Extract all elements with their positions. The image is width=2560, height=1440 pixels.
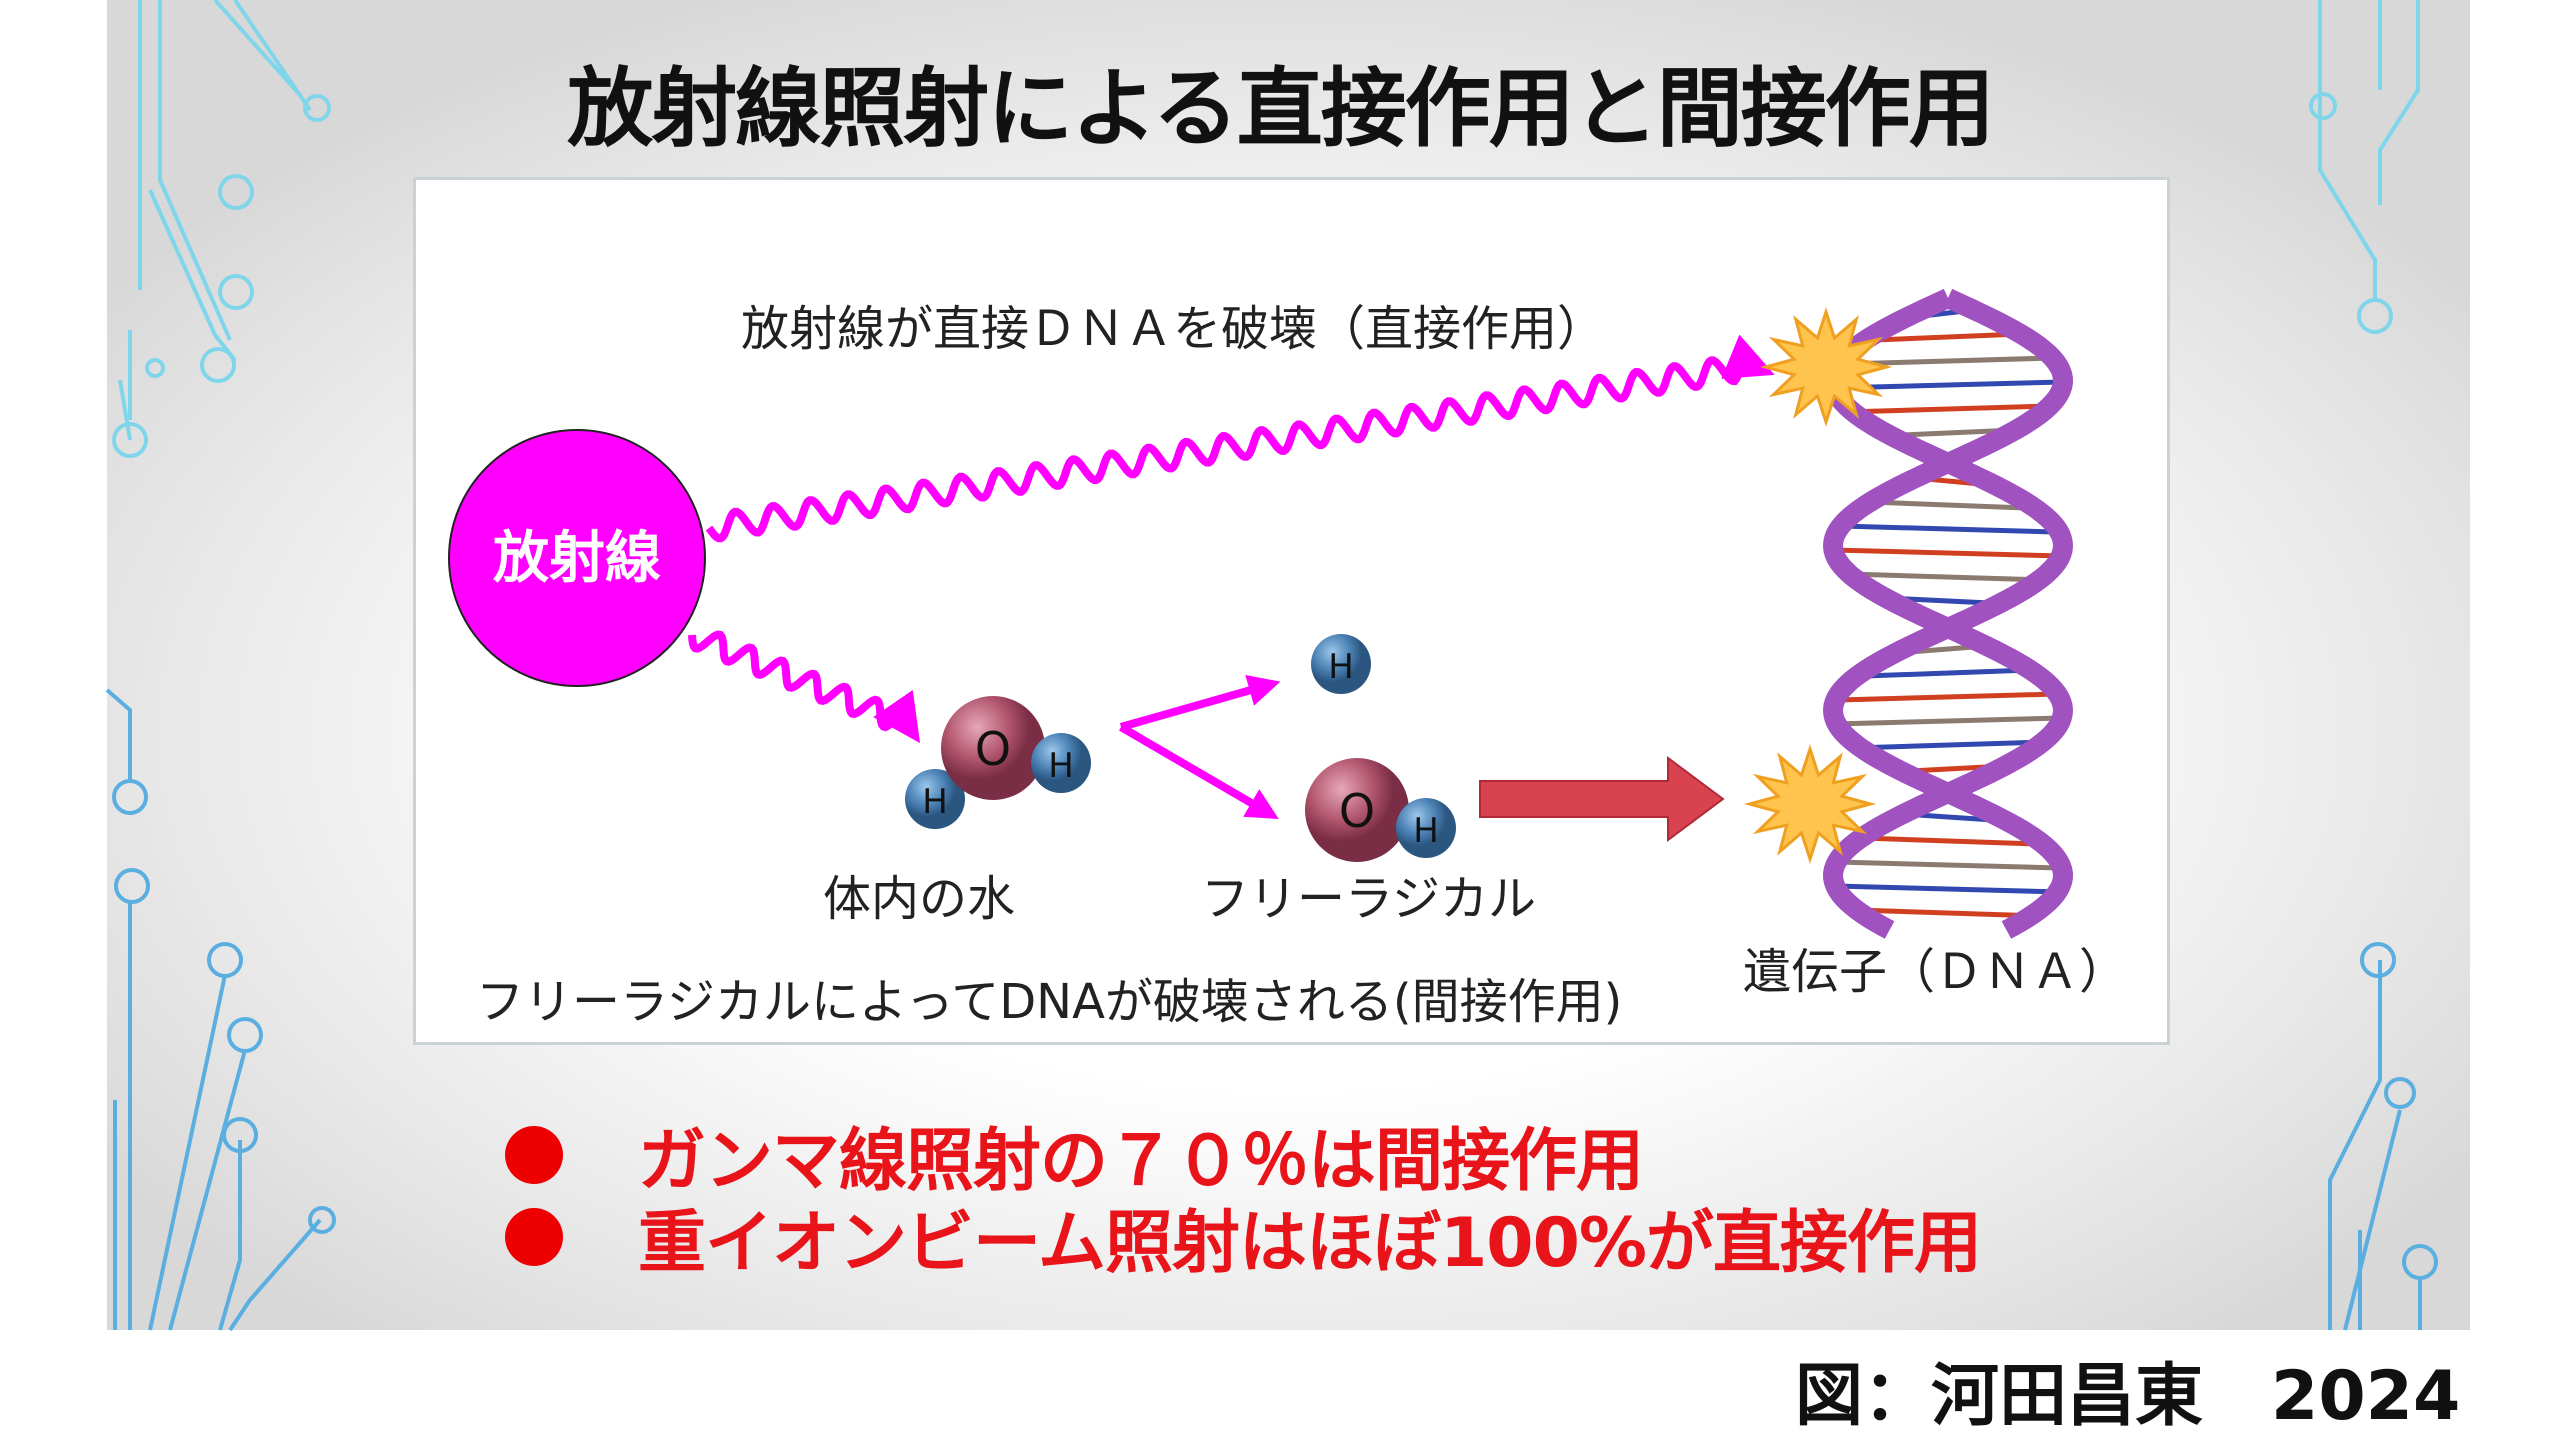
- base-pair: [1849, 571, 2047, 583]
- figure-credit: 図：河田昌東 2024: [1795, 1357, 2461, 1436]
- base-pair: [1875, 331, 2021, 343]
- free-radical-label: フリーラジカル: [1201, 871, 1536, 927]
- direct-action-label: 放射線が直接ＤＮＡを破壊（直接作用）: [741, 301, 1605, 357]
- base-pair: [1833, 547, 2063, 559]
- hydrogen-radical: H: [1311, 634, 1371, 694]
- bullet-item: 重イオンビーム照射はほぼ100%が直接作用: [505, 1187, 1982, 1286]
- hydrogen-atom: H: [1048, 746, 1074, 786]
- base-pair: [1843, 355, 2053, 367]
- dna-strand: [1822, 288, 2074, 939]
- indirect-action-label: フリーラジカルによってDNAが破壊される(間接作用): [476, 974, 1622, 1030]
- dna-label: 遺伝子（ＤＮＡ）: [1743, 944, 2127, 1000]
- base-pair: [1835, 883, 2061, 895]
- base-pair: [1870, 499, 2026, 511]
- indirect-radiation-wave: [688, 630, 921, 744]
- water-molecule: H O H: [905, 696, 1091, 829]
- oxygen-atom: O: [975, 722, 1011, 776]
- base-pair: [1861, 835, 2035, 847]
- hydrogen-atom: H: [1413, 811, 1439, 851]
- split-arrow-up: [1119, 674, 1281, 731]
- base-pair: [1856, 907, 2040, 919]
- damage-star-icon: [1743, 744, 1877, 864]
- hydrogen-atom: H: [1328, 647, 1354, 687]
- base-pair: [1834, 715, 2062, 727]
- oxygen-atom: O: [1339, 784, 1375, 838]
- base-pair: [1838, 691, 2058, 703]
- bullet-text: 重イオンビーム照射はほぼ100%が直接作用: [638, 1204, 1982, 1283]
- bullet-item: ガンマ線照射の７０％は間接作用: [505, 1105, 1644, 1204]
- base-pair: [1865, 667, 2031, 679]
- base-pair: [1836, 859, 2060, 871]
- radiation-diagram: 放射線が直接ＤＮＡを破壊（直接作用） 放射線 H O H H O H 体内の水 …: [413, 177, 2170, 1045]
- water-label: 体内の水: [823, 871, 1015, 927]
- bullet-dot-icon: [505, 1207, 563, 1266]
- radiation-source-label: 放射線: [493, 526, 661, 591]
- base-pair: [1840, 523, 2056, 535]
- base-pair: [1852, 739, 2044, 751]
- radiation-source: 放射線: [448, 429, 706, 687]
- page-title: 放射線照射による直接作用と間接作用: [567, 59, 1994, 159]
- base-pair: [1846, 403, 2050, 415]
- hydroxyl-radical: O H: [1305, 758, 1456, 862]
- bullet-dot-icon: [505, 1125, 563, 1184]
- damage-arrow: [1479, 756, 1725, 842]
- split-arrow-down: [1118, 723, 1279, 820]
- damage-star-icon: [1759, 307, 1893, 427]
- direct-radiation-wave: [705, 334, 1775, 543]
- hydrogen-atom: H: [922, 782, 948, 822]
- bullet-text: ガンマ線照射の７０％は間接作用: [638, 1122, 1644, 1201]
